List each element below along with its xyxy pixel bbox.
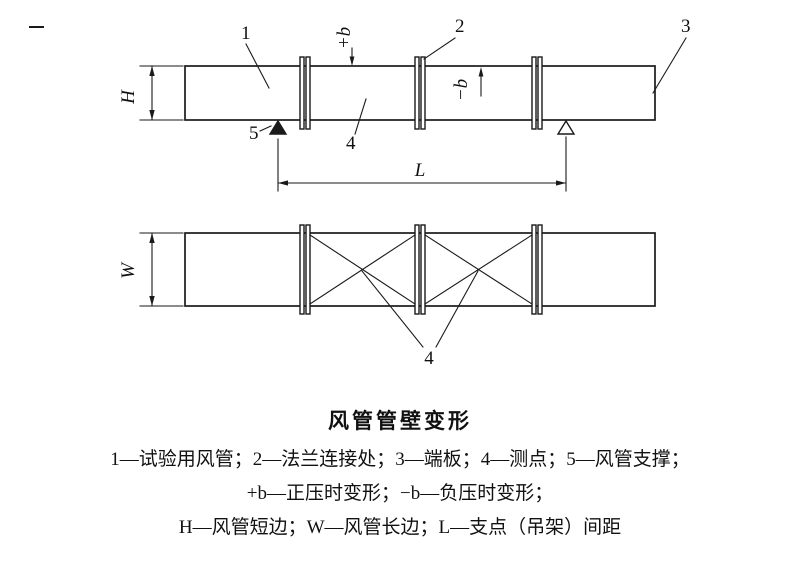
arrowhead-left-icon <box>278 180 288 186</box>
arrowhead-up-icon <box>149 66 155 76</box>
arrowhead-down-icon <box>149 110 155 120</box>
leader-line-4a <box>361 270 424 348</box>
figure-title: 风管管壁变形 <box>328 409 472 433</box>
callout-5: 5 <box>249 123 259 144</box>
callout-4: 4 <box>346 133 356 154</box>
support-triangle-left <box>268 119 288 135</box>
dimension-h <box>139 65 184 121</box>
minus-b-label: −b <box>451 79 472 101</box>
legend-line-1: 1—试验用风管；2—法兰连接处；3—端板；4—测点；5—风管支撑； <box>110 449 690 470</box>
arrowhead-right-icon <box>556 180 566 186</box>
minus-b-marker <box>478 67 484 97</box>
cross-line <box>309 234 416 305</box>
flange-plate <box>305 56 311 130</box>
arrowhead-down-icon <box>149 296 155 306</box>
leader-line-1 <box>245 43 270 89</box>
flange-plate <box>537 56 543 130</box>
flange-plate <box>420 224 426 315</box>
flange-connection-3 <box>531 56 543 130</box>
arrowhead-down-icon <box>349 56 355 66</box>
callout-3: 3 <box>681 16 691 37</box>
legend-line-2: +b—正压时变形；−b—负压时变形； <box>246 483 554 504</box>
flange-plate <box>305 224 311 315</box>
leader-line-4 <box>354 98 367 135</box>
arrowhead-up-icon <box>478 67 484 77</box>
duct-deformation-diagram: H L +b −b <box>29 16 691 369</box>
leader-line-2 <box>423 37 456 60</box>
arrowhead-up-icon <box>149 233 155 243</box>
dimension-w <box>139 232 184 307</box>
cross-line <box>424 234 533 305</box>
flange-plate <box>420 56 426 130</box>
legend-line-3: H—风管短边；W—风管长边；L—支点（吊架）间距 <box>178 517 622 538</box>
flange-connection-plan-1 <box>299 224 311 315</box>
callout-leaders-plan <box>361 270 479 348</box>
callout-1: 1 <box>241 23 251 44</box>
measurement-cross-left <box>309 234 416 305</box>
flange-plate <box>299 56 305 130</box>
callout-leaders <box>245 37 687 135</box>
leader-line-4b <box>435 270 479 348</box>
dimension-label-h: H <box>118 89 139 105</box>
flange-connection-plan-2 <box>414 224 426 315</box>
measurement-cross-right <box>424 234 533 305</box>
flange-plate <box>531 56 537 130</box>
support-triangle-right <box>556 119 576 135</box>
flange-plate <box>299 224 305 315</box>
duct-side-view <box>184 56 656 135</box>
dimension-label-w: W <box>118 261 139 279</box>
callout-4-plan: 4 <box>424 348 434 369</box>
flange-plate <box>414 224 420 315</box>
flange-connection-1 <box>299 56 311 130</box>
flange-plate <box>531 224 537 315</box>
plus-b-marker <box>349 47 355 66</box>
callout-2: 2 <box>455 16 465 37</box>
plus-b-label: +b <box>334 27 355 49</box>
duct-body-side <box>184 65 656 121</box>
duct-plan-view <box>184 224 656 315</box>
dimension-label-l: L <box>414 160 426 181</box>
leader-line-5 <box>259 125 272 132</box>
dimension-l <box>277 136 567 192</box>
flange-plate <box>414 56 420 130</box>
duct-body-plan <box>184 232 656 307</box>
leader-line-3 <box>652 37 687 94</box>
flange-connection-plan-3 <box>531 224 543 315</box>
flange-plate <box>537 224 543 315</box>
flange-connection-2 <box>414 56 426 130</box>
